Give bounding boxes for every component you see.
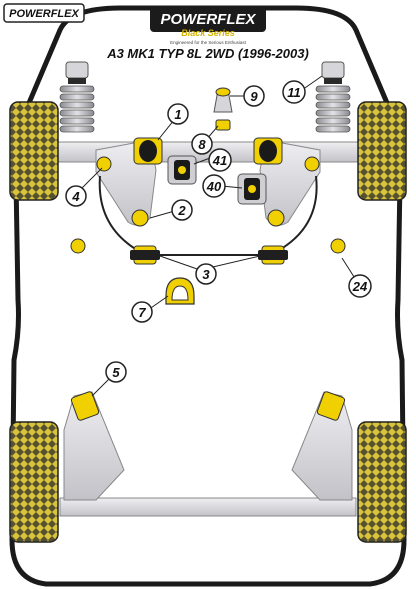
svg-text:4: 4: [71, 189, 80, 204]
drop-link-bush-left: [70, 238, 86, 254]
rear-right-bush: [316, 391, 346, 421]
rear-right-tyre: [357, 421, 407, 543]
anti-roll-bar: [98, 175, 318, 256]
svg-text:2: 2: [177, 203, 186, 218]
brand-small-text: POWERFLEX: [9, 8, 79, 20]
svg-text:5: 5: [112, 365, 120, 380]
svg-text:3: 3: [202, 267, 210, 282]
svg-text:8: 8: [198, 137, 206, 152]
wishbone-front-bush-right: [253, 137, 283, 165]
svg-text:9: 9: [250, 89, 258, 104]
front-left-spring: [59, 61, 95, 133]
wishbone-outer-ball-right: [304, 156, 320, 172]
front-right-spring: [315, 61, 351, 133]
callout-11: 11: [282, 80, 306, 104]
wishbone-outer-ball-left: [96, 156, 112, 172]
engine-mount-40: [237, 173, 267, 205]
wishbone-rear-bush-right: [267, 209, 285, 227]
brand-main-text: POWERFLEX: [160, 11, 256, 28]
callout-4: 4: [65, 185, 87, 207]
callout-24: 24: [348, 274, 372, 298]
rear-axle-beam: [59, 497, 357, 517]
svg-text:41: 41: [212, 153, 227, 168]
brand-tagline-text: Engineered for the Serious Enthusiast: [170, 40, 247, 45]
callout-9: 9: [243, 85, 265, 107]
brand-series-text: Black Series: [181, 28, 235, 38]
callout-8: 8: [191, 133, 213, 155]
brand-badge-small: POWERFLEX: [3, 3, 85, 23]
callout-41: 41: [208, 148, 232, 172]
svg-text:11: 11: [287, 85, 301, 100]
callout-40: 40: [202, 174, 226, 198]
arb-bush-left: [130, 245, 160, 265]
callout-3: 3: [195, 263, 217, 285]
svg-text:7: 7: [138, 305, 146, 320]
svg-text:40: 40: [206, 179, 222, 194]
callout-7: 7: [131, 301, 153, 323]
wishbone-front-bush-left: [133, 137, 163, 165]
wishbone-rear-bush-left: [131, 209, 149, 227]
gearbox-mount-41: [167, 155, 197, 185]
callout-1: 1: [167, 103, 189, 125]
front-left-tyre: [9, 101, 59, 201]
rear-left-tyre: [9, 421, 59, 543]
engine-mount-9: [213, 87, 233, 131]
callout-5: 5: [105, 361, 127, 383]
front-right-tyre: [357, 101, 407, 201]
d-bush-7: [165, 277, 195, 305]
rear-left-bush: [70, 391, 100, 421]
svg-text:24: 24: [352, 279, 368, 294]
brand-logo-main: POWERFLEX Black Series Engineered for th…: [150, 6, 266, 45]
arb-bush-right: [258, 245, 288, 265]
svg-text:1: 1: [174, 107, 181, 122]
drop-link-bush-right: [330, 238, 346, 254]
callout-2: 2: [171, 199, 193, 221]
model-title: A3 MK1 TYP 8L 2WD (1996-2003): [106, 46, 309, 61]
